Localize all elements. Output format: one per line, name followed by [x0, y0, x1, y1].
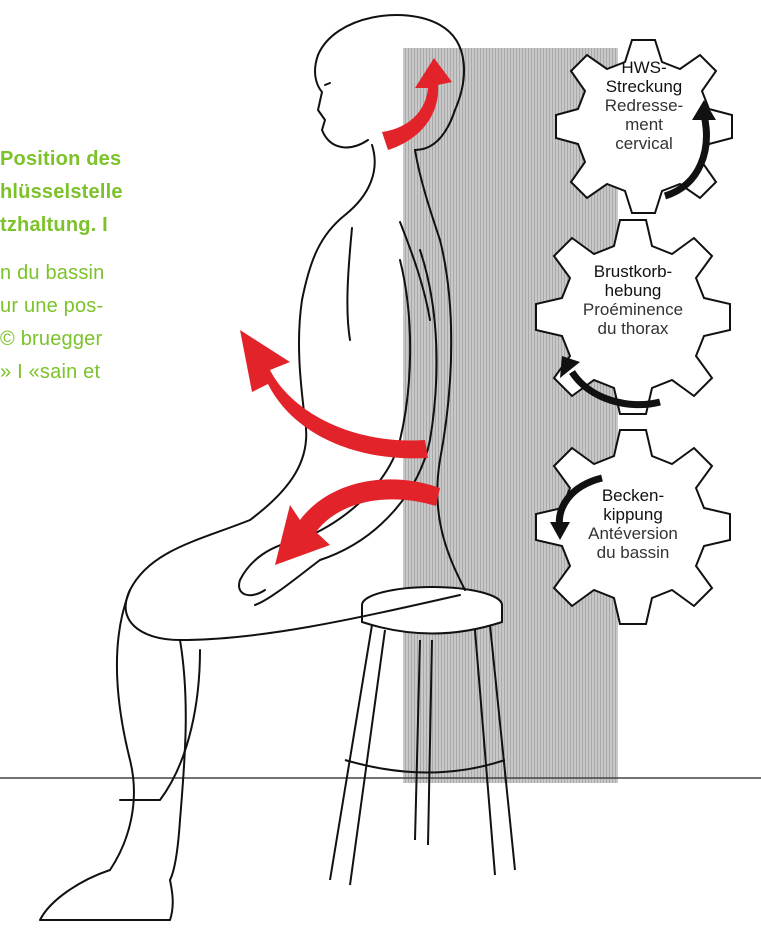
gear-label-hws-fr: Redresse- ment cervical: [569, 96, 719, 153]
gear-label-hws-de: HWS- Streckung: [569, 58, 719, 96]
caption-line-7: » I «sain et: [0, 361, 100, 384]
caption-line-5: ur une pos-: [0, 295, 103, 318]
caption-line-1: Position des: [0, 148, 121, 171]
gear-label-brustkorb: Brustkorb- hebung Proéminence du thorax: [558, 262, 708, 338]
caption-line-3: tzhaltung. I: [0, 214, 108, 237]
gear-label-becken-fr: Antéversion du bassin: [558, 524, 708, 562]
gear-label-brustkorb-fr: Proéminence du thorax: [558, 300, 708, 338]
gear-label-brustkorb-de: Brustkorb- hebung: [558, 262, 708, 300]
gear-label-becken: Becken- kippung Antéversion du bassin: [558, 486, 708, 562]
caption-line-2: hlüsselstelle: [0, 181, 123, 204]
gear-label-hws: HWS- Streckung Redresse- ment cervical: [569, 58, 719, 153]
caption-line-4: n du bassin: [0, 262, 105, 285]
gear-label-becken-de: Becken- kippung: [558, 486, 708, 524]
caption-line-6: © bruegger: [0, 328, 102, 351]
